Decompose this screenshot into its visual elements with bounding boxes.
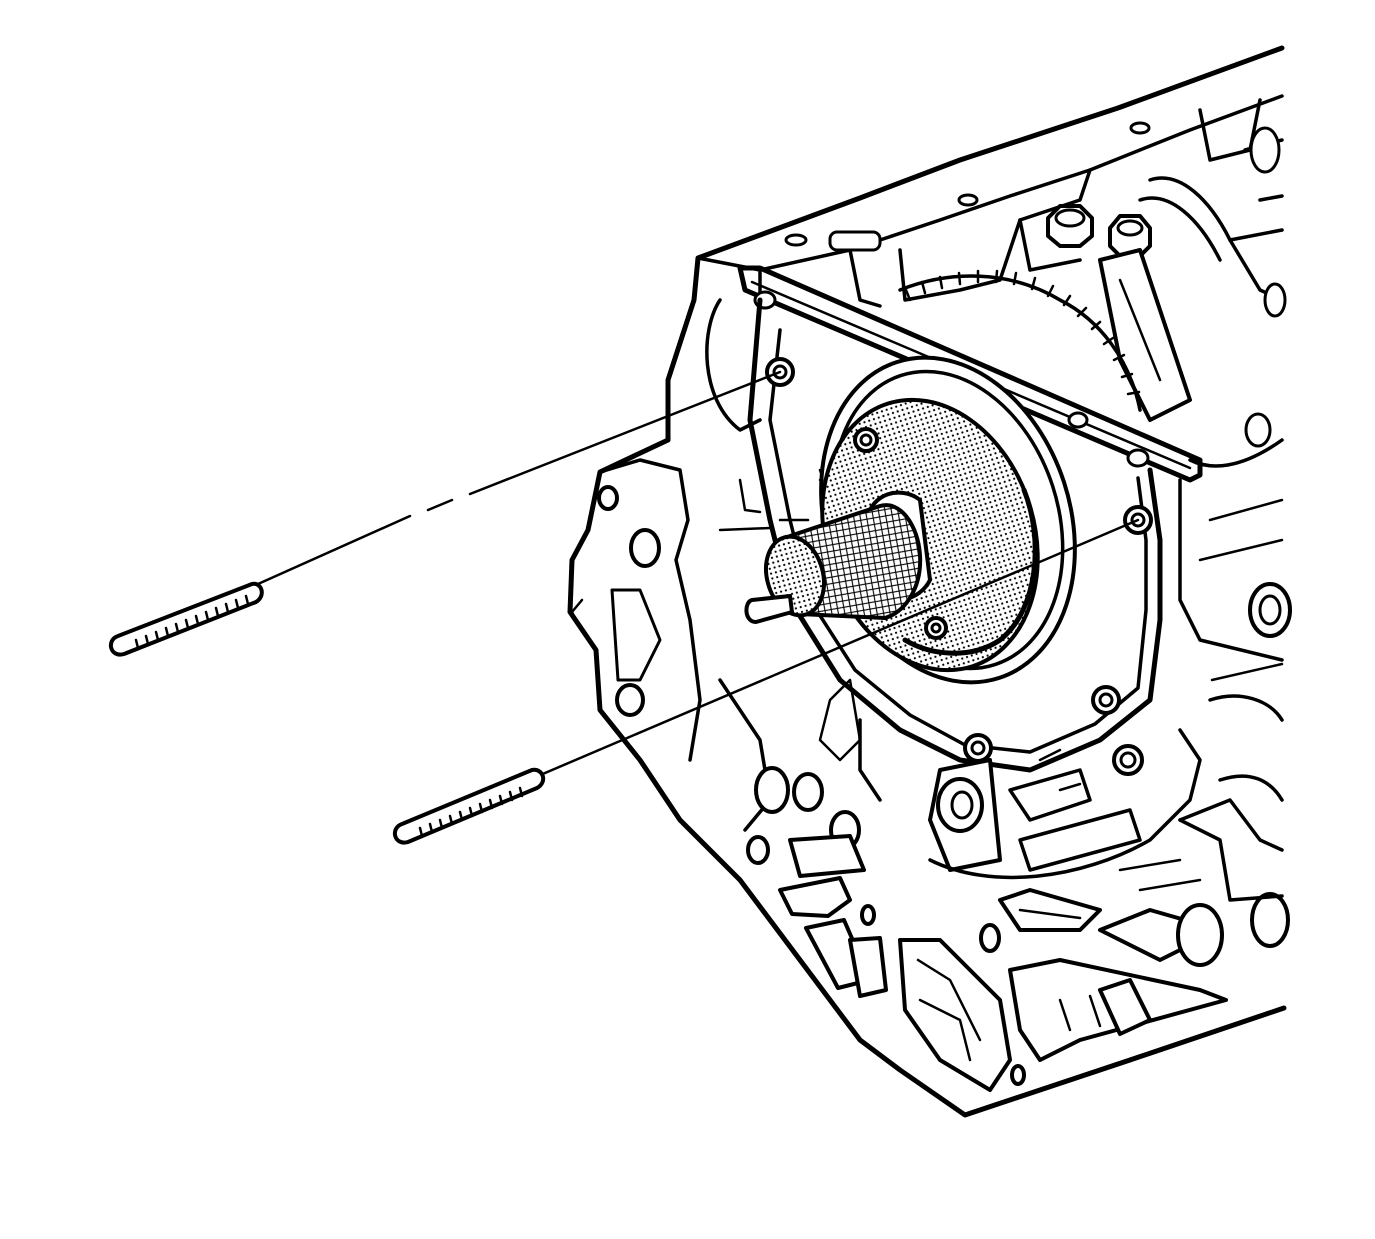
bolt-lower — [392, 518, 1140, 845]
bolt-upper — [108, 370, 782, 657]
cap-bolt-2 — [1108, 214, 1152, 258]
engine-block — [567, 45, 1292, 1118]
cap-bolt-1 — [1046, 204, 1094, 248]
seal-installer — [744, 355, 1077, 685]
rear-cover — [718, 297, 1163, 872]
